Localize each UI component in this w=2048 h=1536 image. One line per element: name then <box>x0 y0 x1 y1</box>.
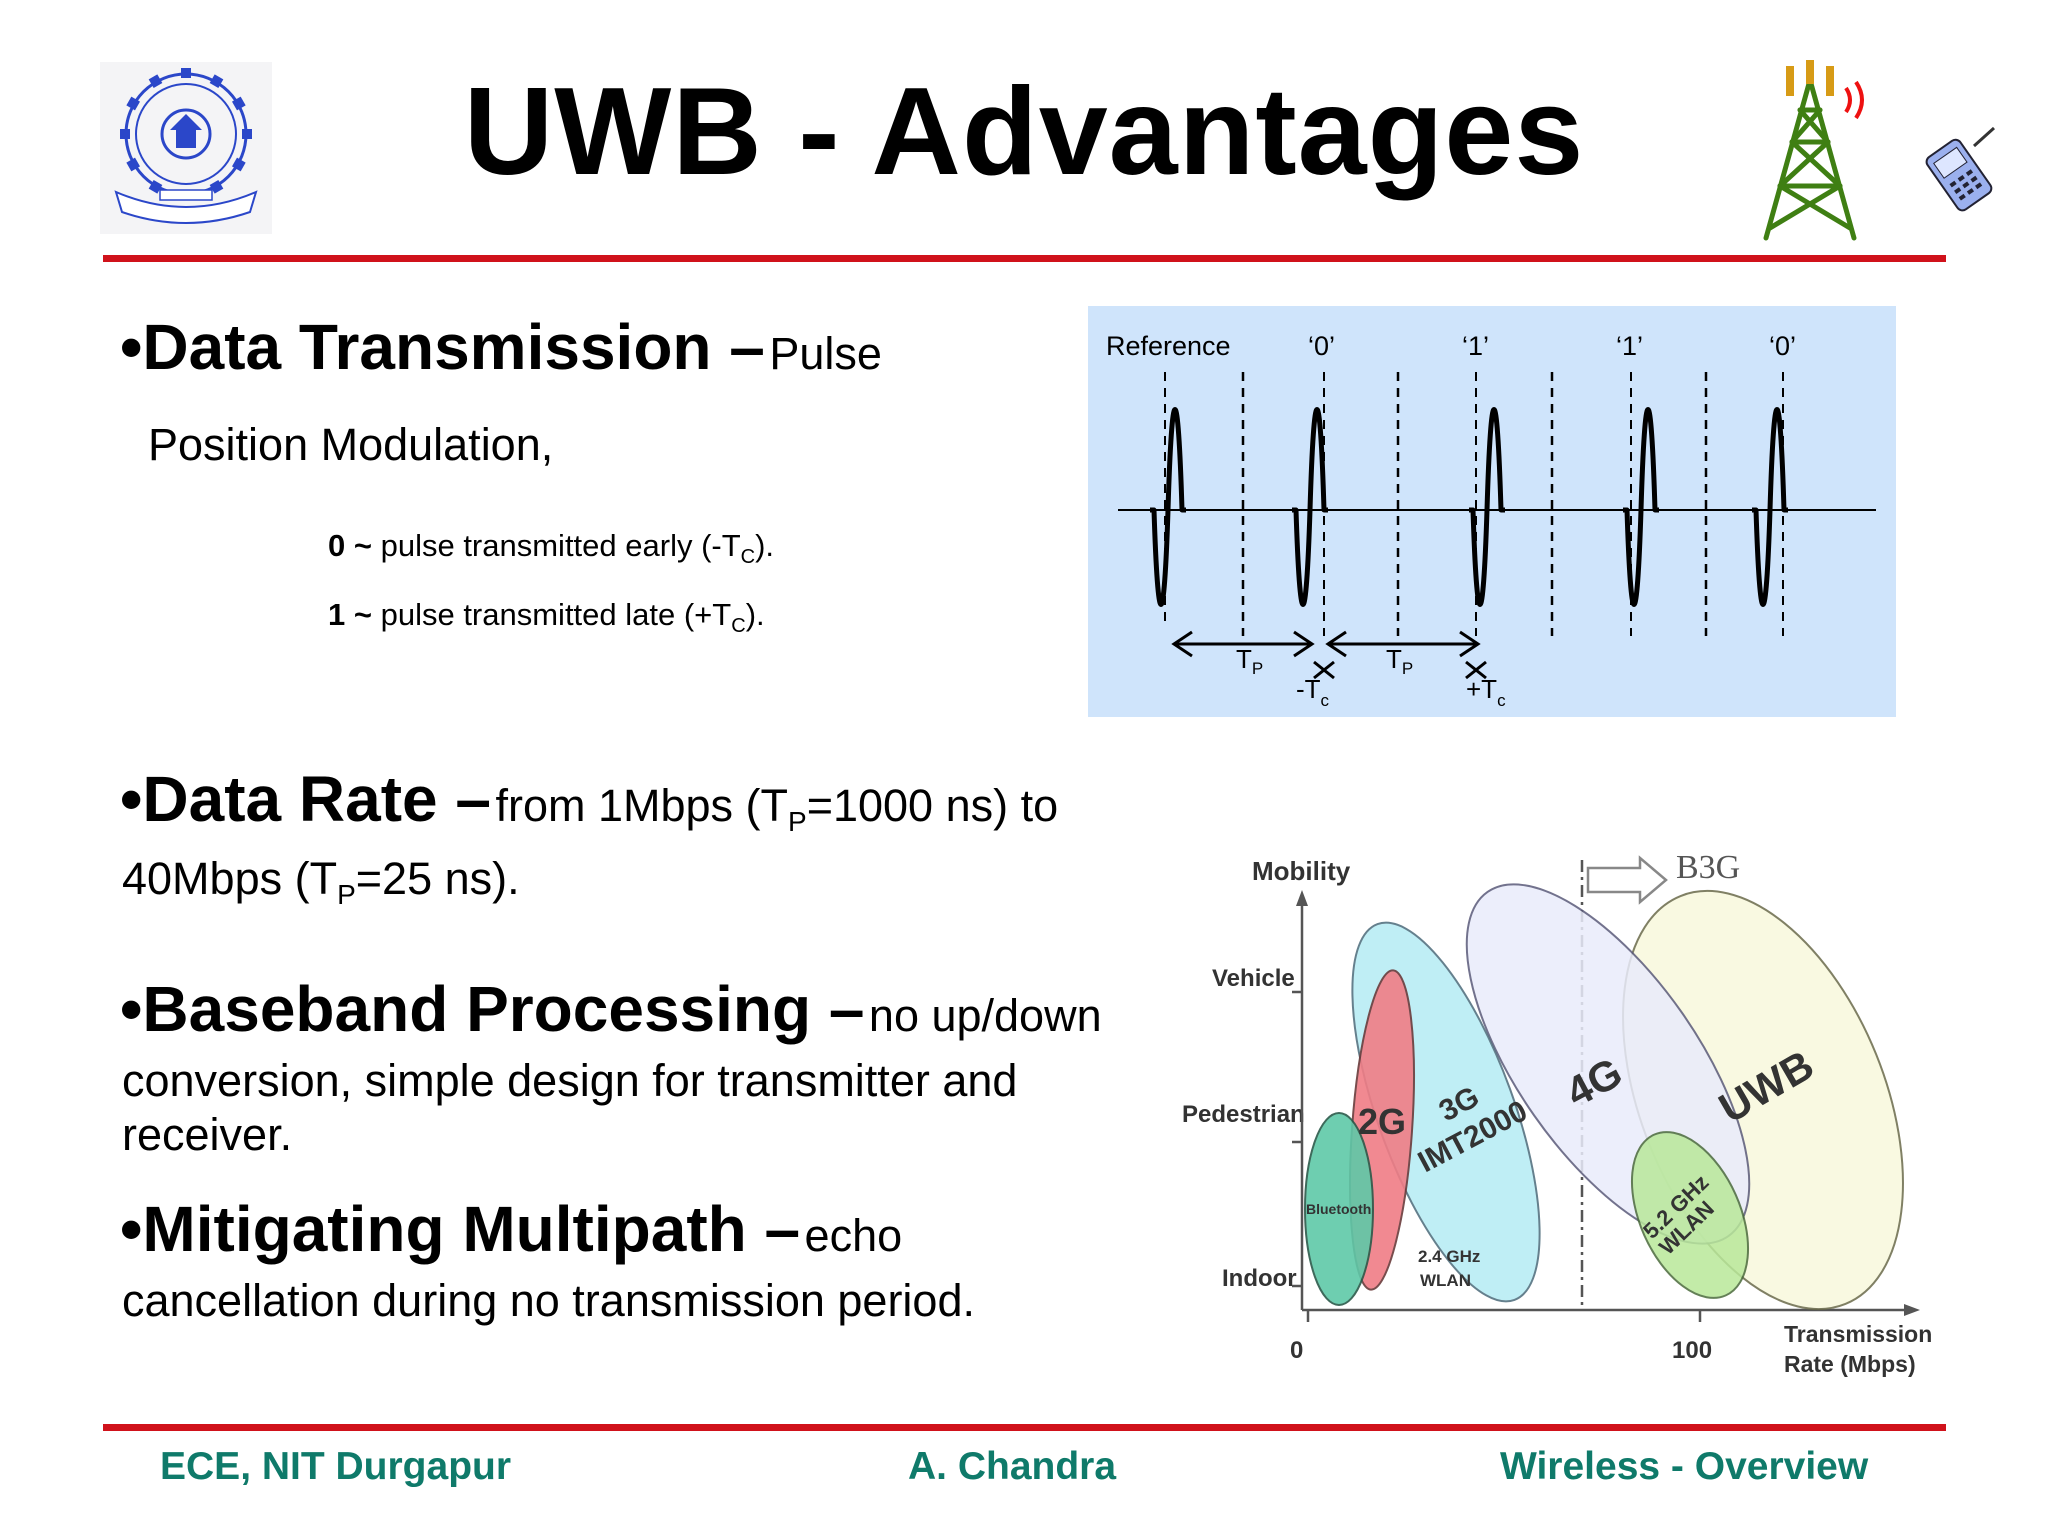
bullet-tail-text: Pulse <box>769 328 882 379</box>
label-bit-1b: ‘1’ <box>1616 331 1643 361</box>
region-wlan-5ghz <box>1630 1131 1750 1299</box>
bullet-mitigating-multipath: •Mitigating Multipath – echo <box>120 1192 902 1266</box>
ppm-zero-text: pulse transmitted early (-T <box>380 528 741 563</box>
bullet-heading: Baseband Processing – <box>142 973 865 1045</box>
ppm-one-text: pulse transmitted late (+T <box>380 597 732 632</box>
b3g-label: B3G <box>1676 849 1740 886</box>
tp-label-1: TP <box>1236 644 1263 678</box>
pulse-bit-1a <box>1469 407 1505 607</box>
region-bluetooth <box>1304 1112 1374 1306</box>
bullet-marker: • <box>120 763 143 835</box>
pulse-reference <box>1150 407 1186 607</box>
bullet-tail-text: no up/down <box>868 990 1102 1041</box>
label-24ghz: 2.4 GHz <box>1418 1247 1480 1266</box>
bullet-data-rate: •Data Rate – from 1Mbps (TP=1000 ns) to <box>120 762 1058 838</box>
ppm-one-line: 1 ~ pulse transmitted late (+TC). <box>328 597 765 638</box>
ppm-zero-end: ). <box>755 528 775 563</box>
x-axis-title-line2: Rate (Mbps) <box>1784 1351 1916 1377</box>
bullet-continuation: 40Mbps (TP=25 ns). <box>122 853 520 910</box>
bullet-heading: Data Transmission – <box>142 311 765 383</box>
label-bit-0b: ‘0’ <box>1769 331 1796 361</box>
y-level-pedestrian: Pedestrian <box>1182 1101 1305 1128</box>
label-2g: 2G <box>1358 1101 1406 1142</box>
ppm-zero-line: 0 ~ pulse transmitted early (-TC). <box>328 528 774 569</box>
footer-center: A. Chandra <box>908 1445 1117 1488</box>
ppm-one-key: 1 ~ <box>328 597 372 632</box>
bullet-continuation: Position Modulation, <box>148 419 554 470</box>
label-wlan-24ghz: WLAN <box>1420 1271 1471 1290</box>
label-bit-1a: ‘1’ <box>1462 331 1489 361</box>
bullet-continuation: receiver. <box>122 1109 293 1160</box>
y-axis-title: Mobility <box>1252 856 1351 886</box>
bullet-continuation: cancellation during no transmission peri… <box>122 1275 975 1326</box>
label-bit-0a: ‘0’ <box>1308 331 1335 361</box>
pulse-bit-0b <box>1752 407 1788 607</box>
header-rule <box>103 255 1946 262</box>
x-tick-0: 0 <box>1290 1337 1303 1364</box>
diagram-background <box>1088 306 1896 717</box>
footer-rule <box>103 1424 1946 1431</box>
x-axis-title-line1: Transmission <box>1784 1321 1932 1347</box>
y-level-vehicle: Vehicle <box>1212 965 1295 992</box>
slide-title: UWB - Advantages <box>463 63 1585 201</box>
bullet-marker: • <box>120 1193 143 1265</box>
ppm-one-sub: C <box>731 615 746 638</box>
x-tick-100: 100 <box>1672 1337 1712 1364</box>
pulse-position-diagram: Reference ‘0’ ‘1’ ‘1’ ‘0’ TP TP -Tc <box>1088 306 1896 717</box>
bullet-marker: • <box>120 311 143 383</box>
mobile-phone-icon <box>1925 126 1996 212</box>
plus-tc-label: +Tc <box>1466 674 1506 710</box>
ppm-one-end: ). <box>745 597 765 632</box>
tp-label-2: TP <box>1386 644 1413 678</box>
bullet-continuation: conversion, simple design for transmitte… <box>122 1055 1018 1106</box>
bullet-tail-text: echo <box>804 1210 903 1261</box>
footer-right: Wireless - Overview <box>1500 1445 1869 1488</box>
nit-durgapur-emblem <box>100 62 272 234</box>
label-reference: Reference <box>1106 331 1231 361</box>
y-level-indoor: Indoor <box>1222 1265 1297 1292</box>
ppm-zero-key: 0 ~ <box>328 528 372 563</box>
label-bluetooth: Bluetooth <box>1306 1201 1371 1217</box>
footer-left: ECE, NIT Durgapur <box>160 1445 512 1488</box>
minus-tc-label: -Tc <box>1296 674 1330 710</box>
ppm-zero-sub: C <box>740 546 756 569</box>
radio-tower-icon <box>1763 60 1864 241</box>
bullet-marker: • <box>120 973 143 1045</box>
bullet-heading: Data Rate – <box>142 763 491 835</box>
mobility-rate-diagram: Mobility Vehicle Pedestrian Indoor 0 100… <box>1182 849 1932 1377</box>
bullet-heading: Mitigating Multipath – <box>142 1193 801 1265</box>
pulse-bit-1b <box>1623 407 1659 607</box>
bullet-tail-text: from 1Mbps (TP=1000 ns) to <box>495 780 1059 837</box>
bullet-baseband-processing: •Baseband Processing – no up/down <box>120 972 1102 1046</box>
pulse-bit-0a <box>1292 407 1328 607</box>
bullet-data-transmission: •Data Transmission – Pulse <box>120 310 882 384</box>
